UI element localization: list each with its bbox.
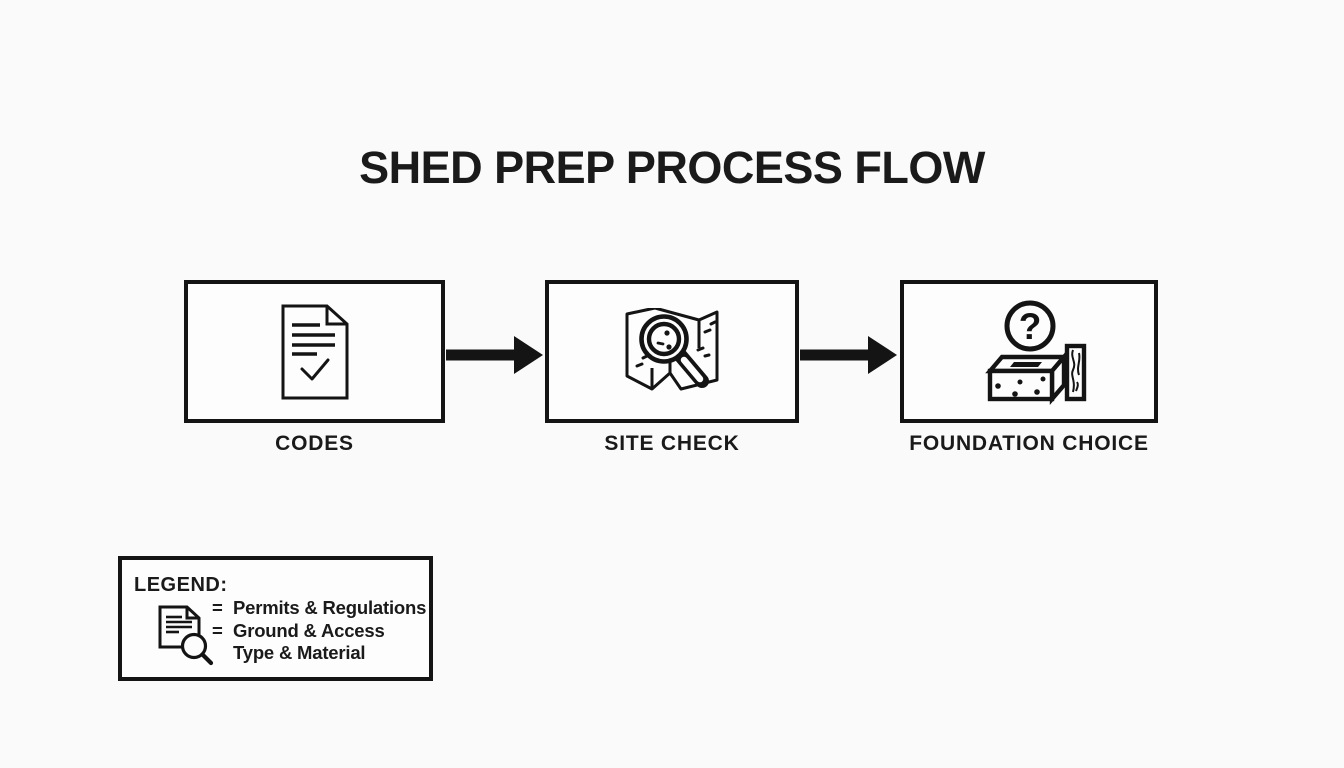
question-circle <box>1004 300 1056 351</box>
legend-entry: Type & Material <box>212 642 426 665</box>
map-marks <box>635 320 717 367</box>
wood-grain <box>1071 349 1081 392</box>
step-label-foundation-choice: FOUNDATION CHOICE <box>909 432 1149 455</box>
step-box-codes <box>184 280 445 423</box>
step-box-foundation-choice: ? <box>900 280 1158 423</box>
arrow-right-icon <box>446 336 543 374</box>
legend-document-page <box>158 605 201 649</box>
legend-entry-text: Ground & Access <box>233 619 385 641</box>
equals-sign: = <box>212 619 223 641</box>
legend-box: LEGEND: = Permits & Regulations = Ground… <box>118 556 433 681</box>
diagram-title: SHED PREP PROCESS FLOW <box>359 142 985 193</box>
legend-entry-text: Permits & Regulations <box>233 597 427 618</box>
legend-document-fold <box>185 607 199 620</box>
block-dots <box>995 376 1046 397</box>
document-magnifier-icon <box>158 605 214 666</box>
question-mark-glyph: ? <box>1019 306 1042 347</box>
equals-sign: = <box>212 597 223 618</box>
foundation-question-icon: ? <box>985 300 1087 405</box>
legend-entries: = Permits & Regulations = Ground & Acces… <box>212 597 426 665</box>
legend-document-lines <box>166 615 192 634</box>
checkmark <box>300 358 329 380</box>
lens-dots <box>656 329 672 350</box>
legend-heading: LEGEND: <box>134 574 228 596</box>
legend-entry: = Permits & Regulations <box>212 597 426 620</box>
wood-plank <box>1064 343 1087 401</box>
arrow-right-icon <box>800 336 897 374</box>
legend-entry: = Ground & Access <box>212 620 426 643</box>
magnifier-handle <box>680 356 704 382</box>
document-fold <box>325 305 347 325</box>
step-box-site-check <box>545 280 799 423</box>
document-check-icon <box>281 304 348 399</box>
legend-magnifier-handle <box>200 652 214 666</box>
legend-entry-text: Type & Material <box>233 642 366 663</box>
block-slot <box>1010 361 1042 367</box>
magnifier-lens-inner <box>646 321 682 356</box>
step-label-site-check: SITE CHECK <box>604 432 740 455</box>
map-magnifier-icon <box>625 307 719 390</box>
legend-magnifier-lens <box>180 632 208 660</box>
document-text-lines <box>291 322 335 356</box>
document-page <box>281 304 348 399</box>
step-label-codes: CODES <box>275 432 354 455</box>
